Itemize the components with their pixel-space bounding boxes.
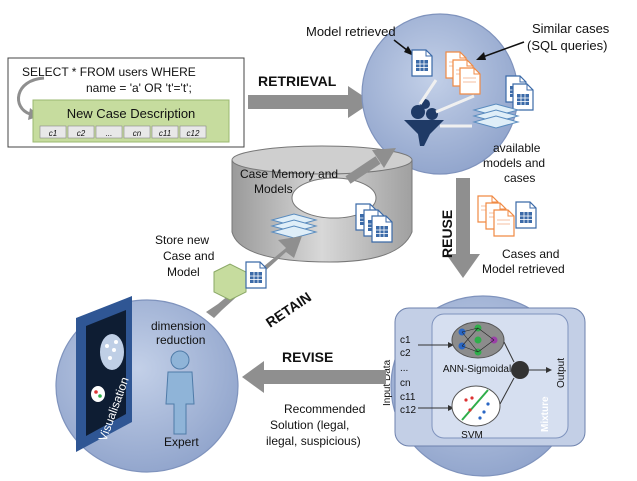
case-cell-5: c11	[159, 129, 171, 138]
input-data-label: Input Data	[382, 359, 393, 406]
gears-funnel-icon	[404, 99, 444, 146]
available-line-3: cases	[504, 171, 535, 185]
store-line-1: Store new	[155, 233, 209, 247]
revise-arrow: REVISE Recommended Solution (legal, ileg…	[242, 349, 386, 448]
query-line-1: SELECT * FROM users WHERE	[22, 65, 196, 79]
similar-cases-line-2: (SQL queries)	[527, 38, 607, 53]
svm-label: SVM	[461, 430, 483, 441]
memory-title-line-2: Models	[254, 182, 293, 196]
dim-reduction-line-2: reduction	[156, 333, 205, 347]
output-label: Output	[556, 358, 567, 388]
retrieval-label: RETRIEVAL	[258, 73, 337, 89]
mixture-node-icon	[511, 361, 529, 379]
orange-document-icon	[459, 67, 481, 95]
memory-to-retrieval-arrow	[345, 148, 396, 184]
recommended-line-3: ilegal, suspicious)	[266, 434, 361, 448]
store-line-3: Model	[167, 265, 200, 279]
case-cell-4: cn	[133, 129, 142, 138]
recommended-line-2: Solution (legal,	[270, 418, 349, 432]
visualisation-screen-icon	[76, 296, 132, 452]
reuse-caption-line-2: Model retrieved	[482, 262, 565, 276]
input-item-4: cn	[400, 378, 411, 389]
sql-query-box: SELECT * FROM users WHERE name = 'a' OR …	[7, 57, 245, 148]
ann-network-icon	[451, 321, 505, 359]
mixture-circle: Input Data c1 c2 ... cn c11 c12	[382, 295, 586, 477]
input-item-5: c11	[400, 392, 416, 403]
input-item-3: ...	[400, 363, 408, 374]
query-line-2: name = 'a' OR 't'='t';	[86, 81, 192, 95]
store-line-2: Case and	[163, 249, 214, 263]
orange-document-icon	[493, 209, 515, 237]
green-document-icon	[213, 263, 247, 301]
input-item-6: c12	[400, 405, 417, 416]
blue-document-icon	[515, 201, 537, 229]
retrieval-circle: Model retrieved Similar cases (SQL queri…	[306, 13, 610, 185]
available-line-2: models and	[483, 156, 545, 170]
case-cell-2: c2	[77, 129, 86, 138]
case-title: New Case Description	[67, 106, 196, 121]
retrieval-arrow: RETRIEVAL	[248, 73, 372, 118]
mixture-label: Mixture	[540, 396, 551, 432]
blue-document-icon	[245, 261, 267, 289]
dim-reduction-line-1: dimension	[151, 319, 206, 333]
memory-title-line-1: Case Memory and	[240, 167, 338, 181]
case-cell-1: c1	[49, 129, 57, 138]
similar-cases-line-1: Similar cases	[532, 21, 610, 36]
reuse-arrow: REUSE Cases and Model retrieved	[439, 178, 565, 278]
case-cells: c1 c2 ... cn c11 c12	[39, 125, 207, 139]
expert-person-icon	[165, 350, 195, 435]
model-retrieved-label: Model retrieved	[306, 24, 396, 39]
svm-plot-icon	[451, 385, 501, 427]
retain-label: RETAIN	[263, 289, 314, 331]
reuse-label: REUSE	[439, 210, 455, 258]
expert-label: Expert	[164, 435, 199, 449]
expert-circle: Visualisation dimension reduction Expert	[55, 296, 239, 473]
recommended-line-1: Recommended	[284, 402, 365, 416]
case-cell-3: ...	[106, 129, 113, 138]
input-item-2: c2	[400, 348, 411, 359]
case-memory: Case Memory and Models	[231, 145, 413, 263]
revise-label: REVISE	[282, 349, 333, 365]
reuse-caption-line-1: Cases and	[502, 247, 559, 261]
input-item-1: c1	[400, 335, 411, 346]
case-cell-6: c12	[187, 129, 200, 138]
input-list: c1 c2 ... cn c11 c12	[400, 335, 417, 416]
blue-document-icon	[512, 83, 534, 111]
ann-label: ANN-Sigmoidal	[443, 364, 511, 375]
blue-document-icon	[371, 215, 393, 243]
blue-document-icon	[411, 49, 433, 77]
available-line-1: available	[493, 141, 541, 155]
